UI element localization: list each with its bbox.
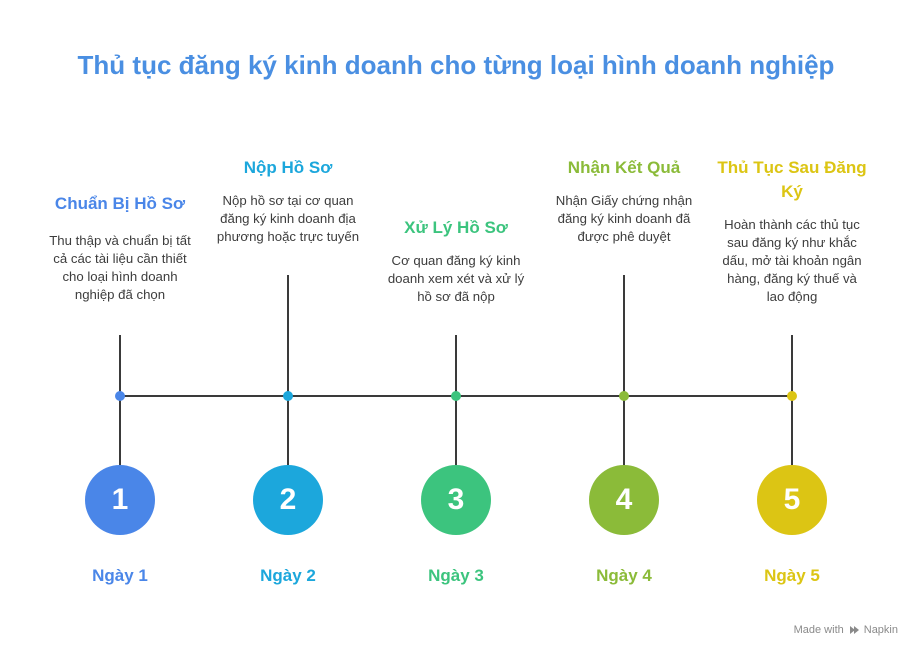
step-day-label: Ngày 1 xyxy=(92,566,148,585)
step-number-circle: 2 xyxy=(253,465,323,535)
timeline-dot xyxy=(451,391,461,401)
timeline-step-4: Nhận Kết Quả Nhận Giấy chứng nhận đăng k… xyxy=(539,0,709,648)
step-description: Nhận Giấy chứng nhận đăng ký kinh doanh … xyxy=(555,193,693,244)
timeline-dot xyxy=(283,391,293,401)
step-number-circle: 1 xyxy=(85,465,155,535)
step-connector xyxy=(623,275,625,465)
timeline-step-5: Thủ Tục Sau Đăng Ký Hoàn thành các thủ t… xyxy=(707,0,877,648)
step-heading: Nhận Kết Quả xyxy=(567,158,681,177)
timeline-step-3: Xử Lý Hồ Sơ Cơ quan đăng ký kinh doanh x… xyxy=(371,0,541,648)
step-description: Nộp hồ sơ tại cơ quan đăng ký kinh doanh… xyxy=(216,193,360,244)
made-with-napkin-badge: Made with Napkin xyxy=(794,624,898,636)
step-description: Hoàn thành các thủ tục sau đăng ký như k… xyxy=(722,217,862,304)
timeline-dot xyxy=(787,391,797,401)
step-day-label: Ngày 5 xyxy=(764,566,820,585)
step-connector xyxy=(287,275,289,465)
step-description: Thu thập và chuẩn bị tất cả các tài liệu… xyxy=(49,233,191,302)
napkin-logo-icon xyxy=(848,624,860,636)
step-heading: Thủ Tục Sau Đăng Ký xyxy=(717,158,867,201)
step-heading: Xử Lý Hồ Sơ xyxy=(404,218,508,237)
timeline-step-1: Chuẩn Bị Hồ Sơ Thu thập và chuẩn bị tất … xyxy=(35,0,205,648)
page-title: Thủ tục đăng ký kinh doanh cho từng loại… xyxy=(77,50,835,80)
step-day-label: Ngày 4 xyxy=(596,566,652,585)
step-number-circle: 4 xyxy=(589,465,659,535)
step-day-label: Ngày 2 xyxy=(260,566,316,585)
timeline-dot xyxy=(115,391,125,401)
timeline-step-2: Nộp Hồ Sơ Nộp hồ sơ tại cơ quan đăng ký … xyxy=(203,0,373,648)
step-description: Cơ quan đăng ký kinh doanh xem xét và xử… xyxy=(387,253,525,304)
step-day-label: Ngày 3 xyxy=(428,566,484,585)
made-with-label: Made with xyxy=(793,624,844,636)
step-number-circle: 3 xyxy=(421,465,491,535)
napkin-brand-label: Napkin xyxy=(863,624,898,636)
step-number-circle: 5 xyxy=(757,465,827,535)
step-heading: Nộp Hồ Sơ xyxy=(243,158,333,177)
timeline-dot xyxy=(619,391,629,401)
step-heading: Chuẩn Bị Hồ Sơ xyxy=(54,194,186,213)
